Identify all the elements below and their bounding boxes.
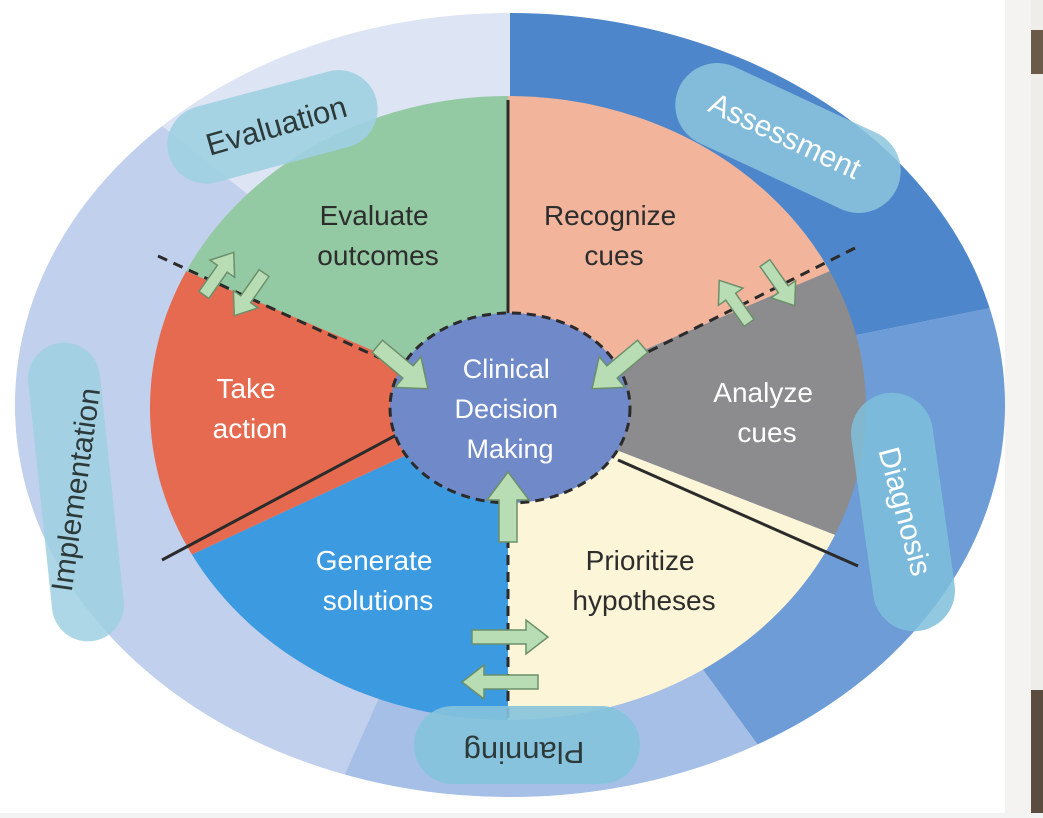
divider-upper-right	[611, 246, 856, 372]
nursing-process-diagram: Clinical Decision Making Evaluate outcom…	[0, 0, 1005, 813]
phase-assessment-pill	[675, 63, 901, 213]
center-line-1: Clinical	[463, 354, 550, 384]
phase-planning-pill	[414, 706, 640, 784]
label-take-action-line-2: action	[213, 413, 288, 444]
label-prioritize-line-2: hypotheses	[572, 585, 715, 616]
phase-planning-label: Planning	[464, 735, 585, 770]
divider-upper-left	[157, 254, 396, 367]
arrow-generate-to-prioritize	[471, 618, 550, 656]
label-prioritize-line-1: Prioritize	[586, 545, 695, 576]
segment-take-action	[149, 271, 508, 555]
arrow-prioritize-to-generate	[460, 663, 539, 701]
phase-implementation: Implementation	[28, 342, 124, 642]
arrow-from-recognize-to-center	[591, 339, 649, 390]
adjacent-photo-top	[1031, 30, 1043, 74]
segment-generate	[191, 408, 508, 721]
label-analyze-cues: Analyze cues	[713, 377, 820, 448]
segment-analyze	[508, 271, 866, 535]
divider-lower-left	[161, 430, 403, 562]
label-evaluate-line-1: Evaluate	[320, 200, 429, 231]
label-generate-solutions: Generate solutions	[316, 545, 441, 616]
label-recognize-cues: Recognize cues	[544, 200, 684, 271]
segment-recognize	[508, 95, 830, 408]
arrow-from-prioritize-to-center	[485, 470, 531, 543]
phase-evaluation-pill	[167, 70, 378, 184]
phase-planning: Planning	[414, 706, 640, 784]
diagram-svg: Clinical Decision Making Evaluate outcom…	[15, 13, 1005, 797]
phase-evaluation: Evaluation	[167, 70, 378, 184]
phase-implementation-pill	[28, 342, 124, 642]
adjacent-window-strip	[1005, 0, 1043, 813]
label-take-action-line-1: Take	[217, 373, 276, 404]
label-recognize-line-2: cues	[584, 240, 643, 271]
segment-evaluate	[186, 95, 508, 409]
arrow-evaluate-to-take-action	[232, 268, 271, 317]
label-recognize-line-1: Recognize	[544, 200, 676, 231]
adjacent-window-edge	[1031, 0, 1043, 813]
segment-prioritize	[508, 408, 835, 720]
label-prioritize-hypotheses: Prioritize hypotheses	[572, 545, 715, 616]
label-analyze-line-2: cues	[737, 417, 796, 448]
arrow-analyze-to-recognize	[717, 279, 756, 328]
center-label: Clinical Decision Making	[454, 354, 565, 464]
label-analyze-line-1: Analyze	[713, 377, 813, 408]
label-evaluate-line-2: outcomes	[317, 240, 438, 271]
phase-diagnosis-pill	[851, 392, 955, 632]
phase-diagnosis: Diagnosis	[851, 392, 955, 632]
center-line-2: Decision	[454, 394, 558, 424]
label-evaluate-outcomes: Evaluate outcomes	[317, 200, 438, 271]
center-line-3: Making	[466, 434, 553, 464]
arrow-take-action-to-evaluate	[197, 251, 236, 300]
inner-wheel	[149, 95, 866, 721]
divider-lower-right	[617, 458, 859, 568]
arrow-recognize-to-analyze	[758, 258, 797, 307]
label-generate-line-2: solutions	[323, 585, 434, 616]
label-generate-line-1: Generate	[316, 545, 433, 576]
adjacent-photo-bottom	[1031, 690, 1043, 813]
arrows	[197, 251, 797, 701]
arrow-from-evaluate-to-center	[371, 339, 429, 390]
label-take-action: Take action	[213, 373, 288, 444]
